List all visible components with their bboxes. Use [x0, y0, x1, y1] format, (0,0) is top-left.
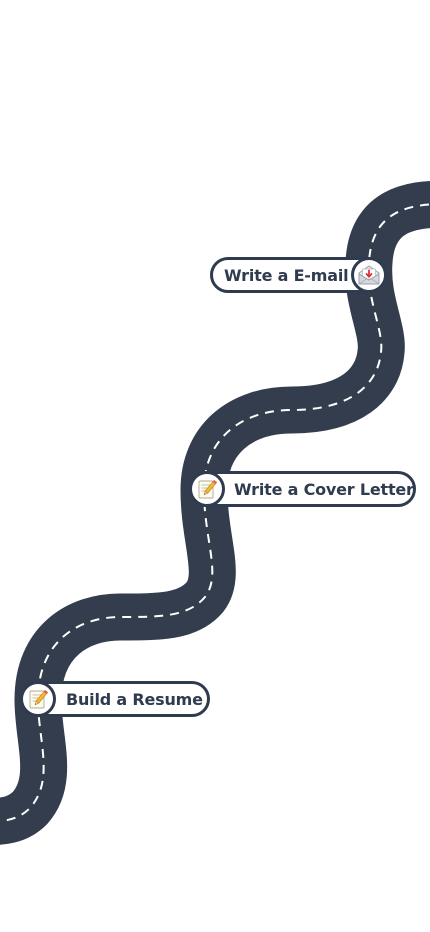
- milestone-build-resume[interactable]: Build a Resume: [20, 681, 210, 717]
- memo-icon: [20, 681, 56, 717]
- milestone-label: Write a Cover Letter: [234, 479, 414, 499]
- envelope-icon: [351, 257, 387, 293]
- milestone-label: Build a Resume: [66, 689, 203, 709]
- road-path: [0, 180, 430, 845]
- milestone-write-email[interactable]: Write a E-mail: [210, 257, 387, 293]
- milestone-label: Write a E-mail: [224, 265, 349, 285]
- memo-icon: [189, 471, 225, 507]
- lane-marking: [0, 203, 430, 823]
- milestone-write-cover-letter[interactable]: Write a Cover Letter: [189, 471, 416, 507]
